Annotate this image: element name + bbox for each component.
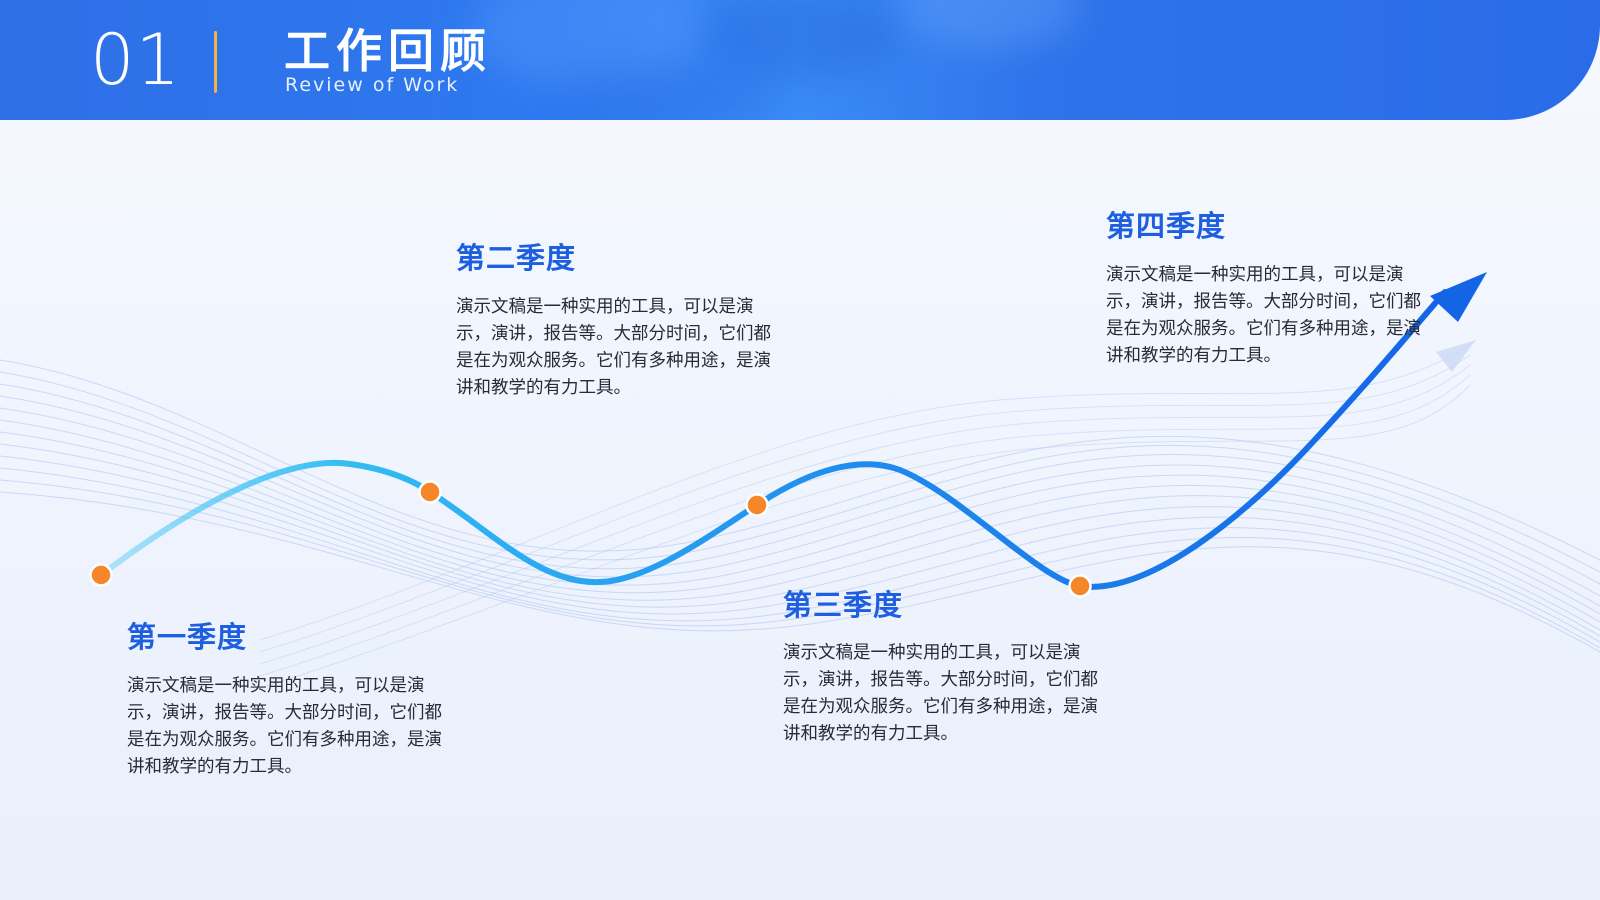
background-waves-secondary — [259, 344, 1471, 689]
arrow-head-icon — [1430, 272, 1487, 322]
node-q1 — [89, 563, 113, 587]
q2-title: 第二季度 — [456, 241, 577, 275]
q4-title: 第四季度 — [1106, 209, 1227, 243]
timeline-nodes — [89, 480, 1092, 598]
timeline-curve — [98, 289, 1448, 590]
section-number: 01 — [90, 19, 182, 101]
section-subtitle: Review of Work — [285, 74, 460, 96]
section-header: 01 工作回顾 Review of Work — [0, 0, 1600, 120]
section-title: 工作回顾 — [284, 24, 492, 78]
q1-title: 第一季度 — [127, 620, 248, 654]
q1-description: 演示文稿是一种实用的工具，可以是演示，演讲，报告等。大部分时间，它们都是在为观众… — [127, 676, 442, 777]
node-q3 — [745, 493, 769, 517]
q2-description: 演示文稿是一种实用的工具，可以是演示，演讲，报告等。大部分时间，它们都是在为观众… — [456, 297, 771, 398]
q4-description: 演示文稿是一种实用的工具，可以是演示，演讲，报告等。大部分时间，它们都是在为观众… — [1106, 265, 1421, 366]
echo-arrow-head — [1436, 340, 1476, 372]
header-divider — [214, 31, 217, 93]
node-q4 — [1068, 574, 1092, 598]
background-waves — [0, 359, 1600, 653]
q3-title: 第三季度 — [783, 588, 904, 622]
q3-description: 演示文稿是一种实用的工具，可以是演示，演讲，报告等。大部分时间，它们都是在为观众… — [783, 643, 1098, 744]
node-q2 — [418, 480, 442, 504]
